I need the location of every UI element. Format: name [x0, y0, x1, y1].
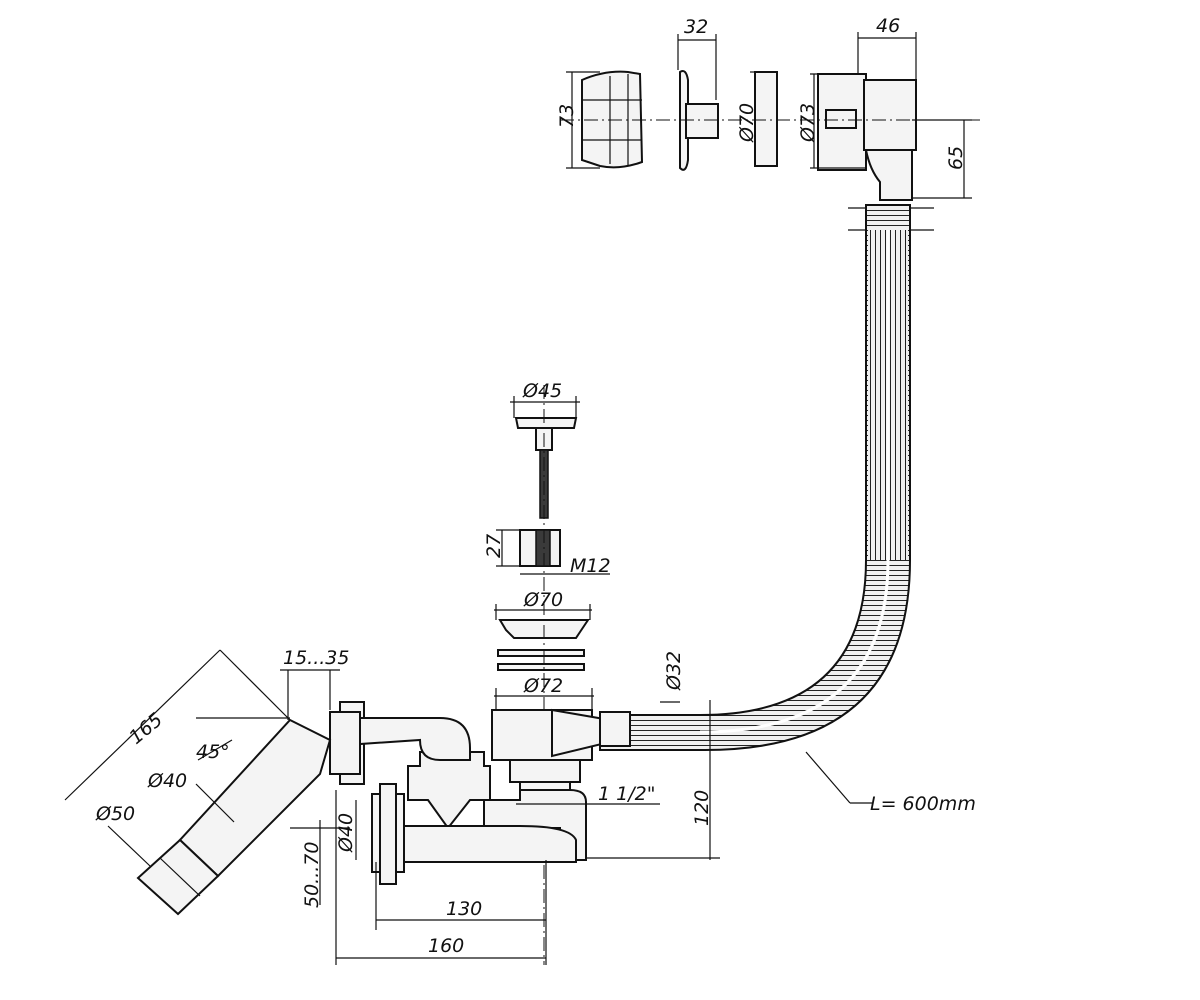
- threaded-insert: [496, 529, 610, 575]
- outlet-connector: [329, 701, 471, 785]
- label-thread-m12: M12: [570, 555, 611, 577]
- label-diameter-70-top: Ø70: [736, 103, 758, 143]
- label-width-32: 32: [684, 16, 708, 38]
- label-height-65: 65: [945, 146, 967, 170]
- label-diameter-50: Ø50: [95, 803, 135, 825]
- label-diameter-32: Ø32: [663, 651, 685, 691]
- label-diameter-45: Ø45: [522, 380, 562, 402]
- overflow-gasket: [754, 71, 778, 167]
- label-width-46: 46: [876, 15, 900, 37]
- label-diameter-73: Ø73: [797, 103, 819, 143]
- label-height-120: 120: [691, 790, 713, 826]
- label-thread-1-1-2: 1 1/2": [598, 783, 655, 805]
- drain-gasket-1: [497, 649, 585, 657]
- label-hose-length: L= 600mm: [870, 793, 976, 815]
- drain-plug: [510, 396, 580, 519]
- label-diameter-40-trap: Ø40: [335, 813, 357, 853]
- label-range-15-35: 15...35: [283, 647, 349, 669]
- label-diameter-72: Ø72: [523, 675, 563, 697]
- hose-leader: [805, 751, 851, 804]
- label-height-73: 73: [556, 104, 578, 128]
- label-diameter-70-mid: Ø70: [523, 589, 563, 611]
- overflow-body: [817, 73, 917, 201]
- label-height-27: 27: [483, 534, 505, 558]
- trap-body: [371, 751, 587, 885]
- label-length-130: 130: [446, 898, 482, 920]
- outlet-pipe: [136, 718, 332, 916]
- label-length-165: 165: [125, 709, 167, 749]
- label-range-50-70: 50...70: [301, 842, 323, 908]
- overflow-hose: [599, 204, 911, 751]
- label-diameter-40-left: Ø40: [147, 770, 187, 792]
- label-length-160: 160: [428, 935, 464, 957]
- drain-gasket-2: [497, 663, 585, 671]
- label-angle-45: 45°: [196, 741, 230, 763]
